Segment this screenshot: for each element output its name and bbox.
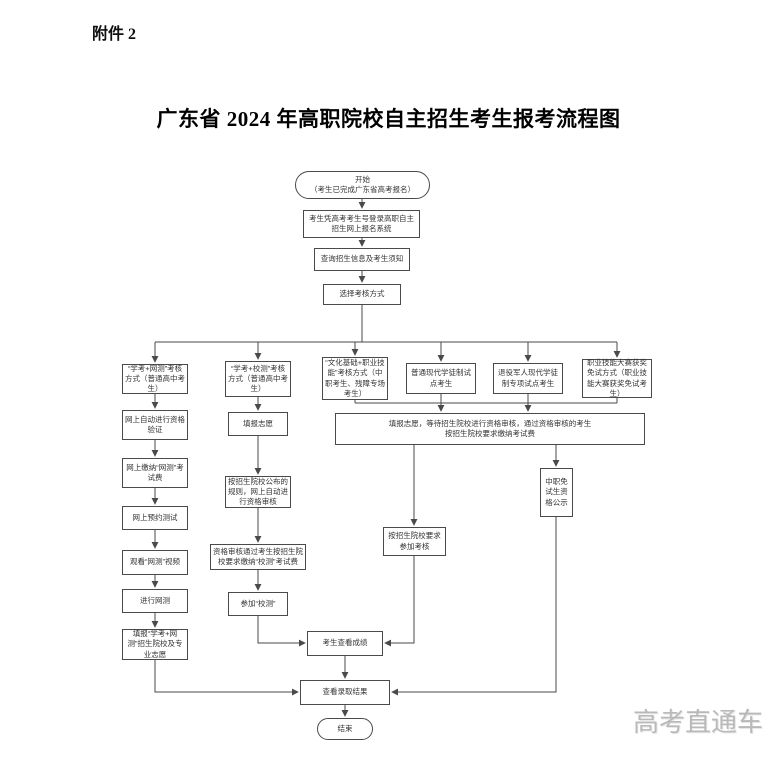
page-title: 广东省 2024 年高职院校自主招生考生报考流程图 [156, 107, 621, 131]
node-view-admission-result: 查看录取结果 [300, 680, 390, 705]
node-start: 开始 （考生已完成广东省高考报名） [295, 171, 430, 199]
node-method-veteran-apprentice: 退役军人现代学徒制专项试点考生 [493, 363, 563, 394]
node-pay-wangce-fee: 网上缴纳“网测”考试费 [122, 458, 188, 488]
node-end: 结束 [317, 718, 373, 740]
node-fill-wangce-preference: 填报“学考+网测”招生院校及专业志愿 [122, 629, 188, 660]
node-choose-method: 选择考核方式 [323, 284, 401, 305]
node-view-score: 考生查看成绩 [307, 631, 383, 656]
node-watch-wangce-video: 观看“网测”视频 [122, 550, 188, 575]
attachment-label: 附件 2 [92, 26, 137, 43]
node-book-test: 网上预约测试 [122, 506, 188, 530]
node-take-school-exam: 按招生院校要求参加考核 [383, 527, 446, 556]
node-exempt-publicity: 中职免试生资格公示 [540, 468, 573, 517]
node-method-wenhua-jineng: “文化基础+职业技能”考核方式（中职考生、残障专场考生） [322, 357, 388, 400]
node-fill-preference-review-pay: 填报志愿，等待招生院校进行资格审核，通过资格审核的考生 按招生院校要求缴纳考试费 [335, 413, 645, 445]
watermark: 高考直通车 [633, 708, 764, 737]
node-query-info: 查询招生信息及考生须知 [314, 248, 410, 271]
node-method-xuekao-xiaoce: “学考+校测”考核方式（普通高中考生） [225, 361, 291, 397]
node-take-wangce: 进行网测 [122, 589, 188, 613]
node-online-qualification-check: 网上自动进行资格验证 [122, 410, 188, 440]
node-pay-xiaoce-fee: 资格审核通过考生按招生院校要求缴纳“校测”考试费 [210, 544, 306, 570]
node-method-skill-contest-exempt: 职业技能大赛获奖免试方式（职业技能大赛获奖免试考生） [582, 358, 652, 398]
node-auto-qualification-review: 按招生院校公布的规则，网上自动进行资格审核 [225, 476, 291, 508]
node-method-xuekao-wangce: “学考+网测”考核方式（普通高中考生） [122, 364, 188, 394]
node-method-modern-apprentice: 普通现代学徒制试点考生 [406, 363, 476, 394]
node-login-system: 考生凭高考考生号登录高职自主招生网上报名系统 [303, 210, 420, 238]
node-fill-preference: 填报志愿 [228, 412, 288, 436]
node-take-xiaoce: 参加“校测” [228, 592, 288, 616]
